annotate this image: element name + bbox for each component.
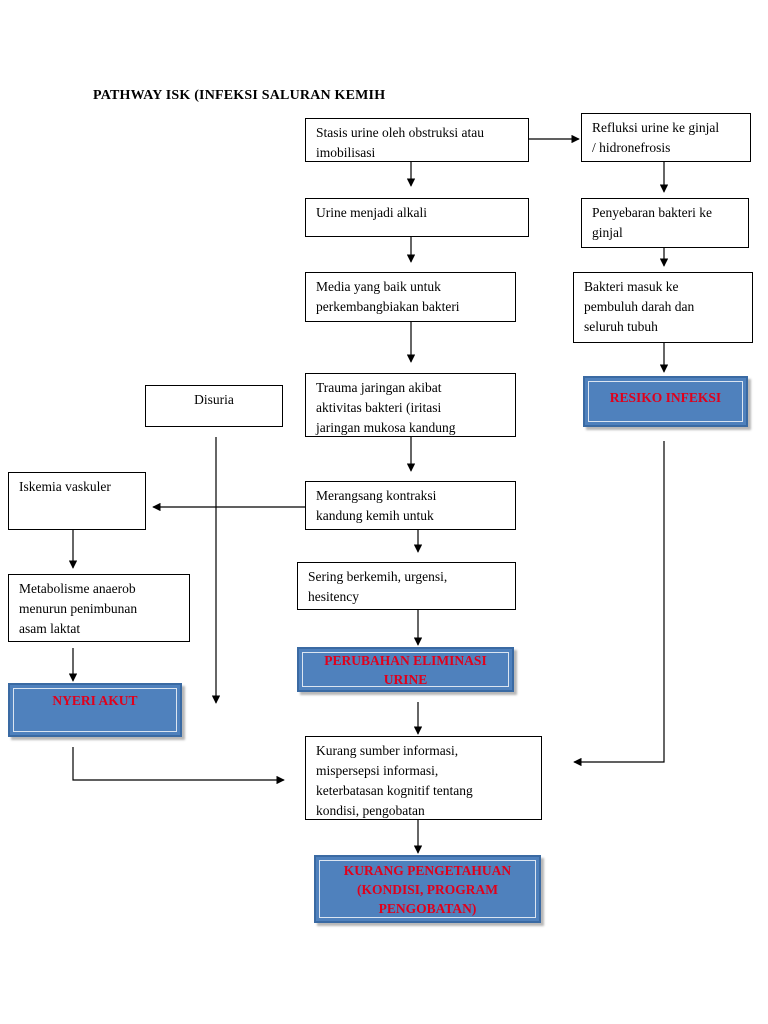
node-kurang-sumber-informasi: Kurang sumber informasi, mispersepsi inf…: [305, 736, 542, 820]
node-penyebaran-bakteri: Penyebaran bakteri ke ginjal: [581, 198, 749, 248]
node-stasis-urine: Stasis urine oleh obstruksi atau imobili…: [305, 118, 529, 162]
arrow-nyeri-to-kurang-sumber: [72, 747, 285, 785]
node-refluksi-urine: Refluksi urine ke ginjal / hidronefrosis: [581, 113, 751, 162]
node-sering-berkemih: Sering berkemih, urgensi, hesitency: [297, 562, 516, 610]
node-bakteri-masuk: Bakteri masuk ke pembuluh darah dan selu…: [573, 272, 753, 343]
diagnosis-nyeri-akut: NYERI AKUT: [8, 683, 182, 737]
diagnosis-perubahan-eliminasi-urine: PERUBAHAN ELIMINASI URINE: [297, 647, 514, 692]
node-disuria: Disuria: [145, 385, 283, 427]
arrow-resiko-to-kurang-sumber: [573, 441, 665, 767]
page-title: PATHWAY ISK (INFEKSI SALURAN KEMIH: [93, 88, 386, 103]
node-iskemia-vaskuler: Iskemia vaskuler: [8, 472, 146, 530]
node-media-bakteri: Media yang baik untuk perkembangbiakan b…: [305, 272, 516, 322]
node-urine-alkali: Urine menjadi alkali: [305, 198, 529, 237]
node-merangsang-kontraksi: Merangsang kontraksi kandung kemih untuk: [305, 481, 516, 530]
diagnosis-kurang-pengetahuan: KURANG PENGETAHUAN (KONDISI, PROGRAM PEN…: [314, 855, 541, 923]
node-metabolisme-anaerob: Metabolisme anaerob menurun penimbunan a…: [8, 574, 190, 642]
node-trauma-jaringan: Trauma jaringan akibat aktivitas bakteri…: [305, 373, 516, 437]
diagnosis-resiko-infeksi: RESIKO INFEKSI: [583, 376, 748, 427]
